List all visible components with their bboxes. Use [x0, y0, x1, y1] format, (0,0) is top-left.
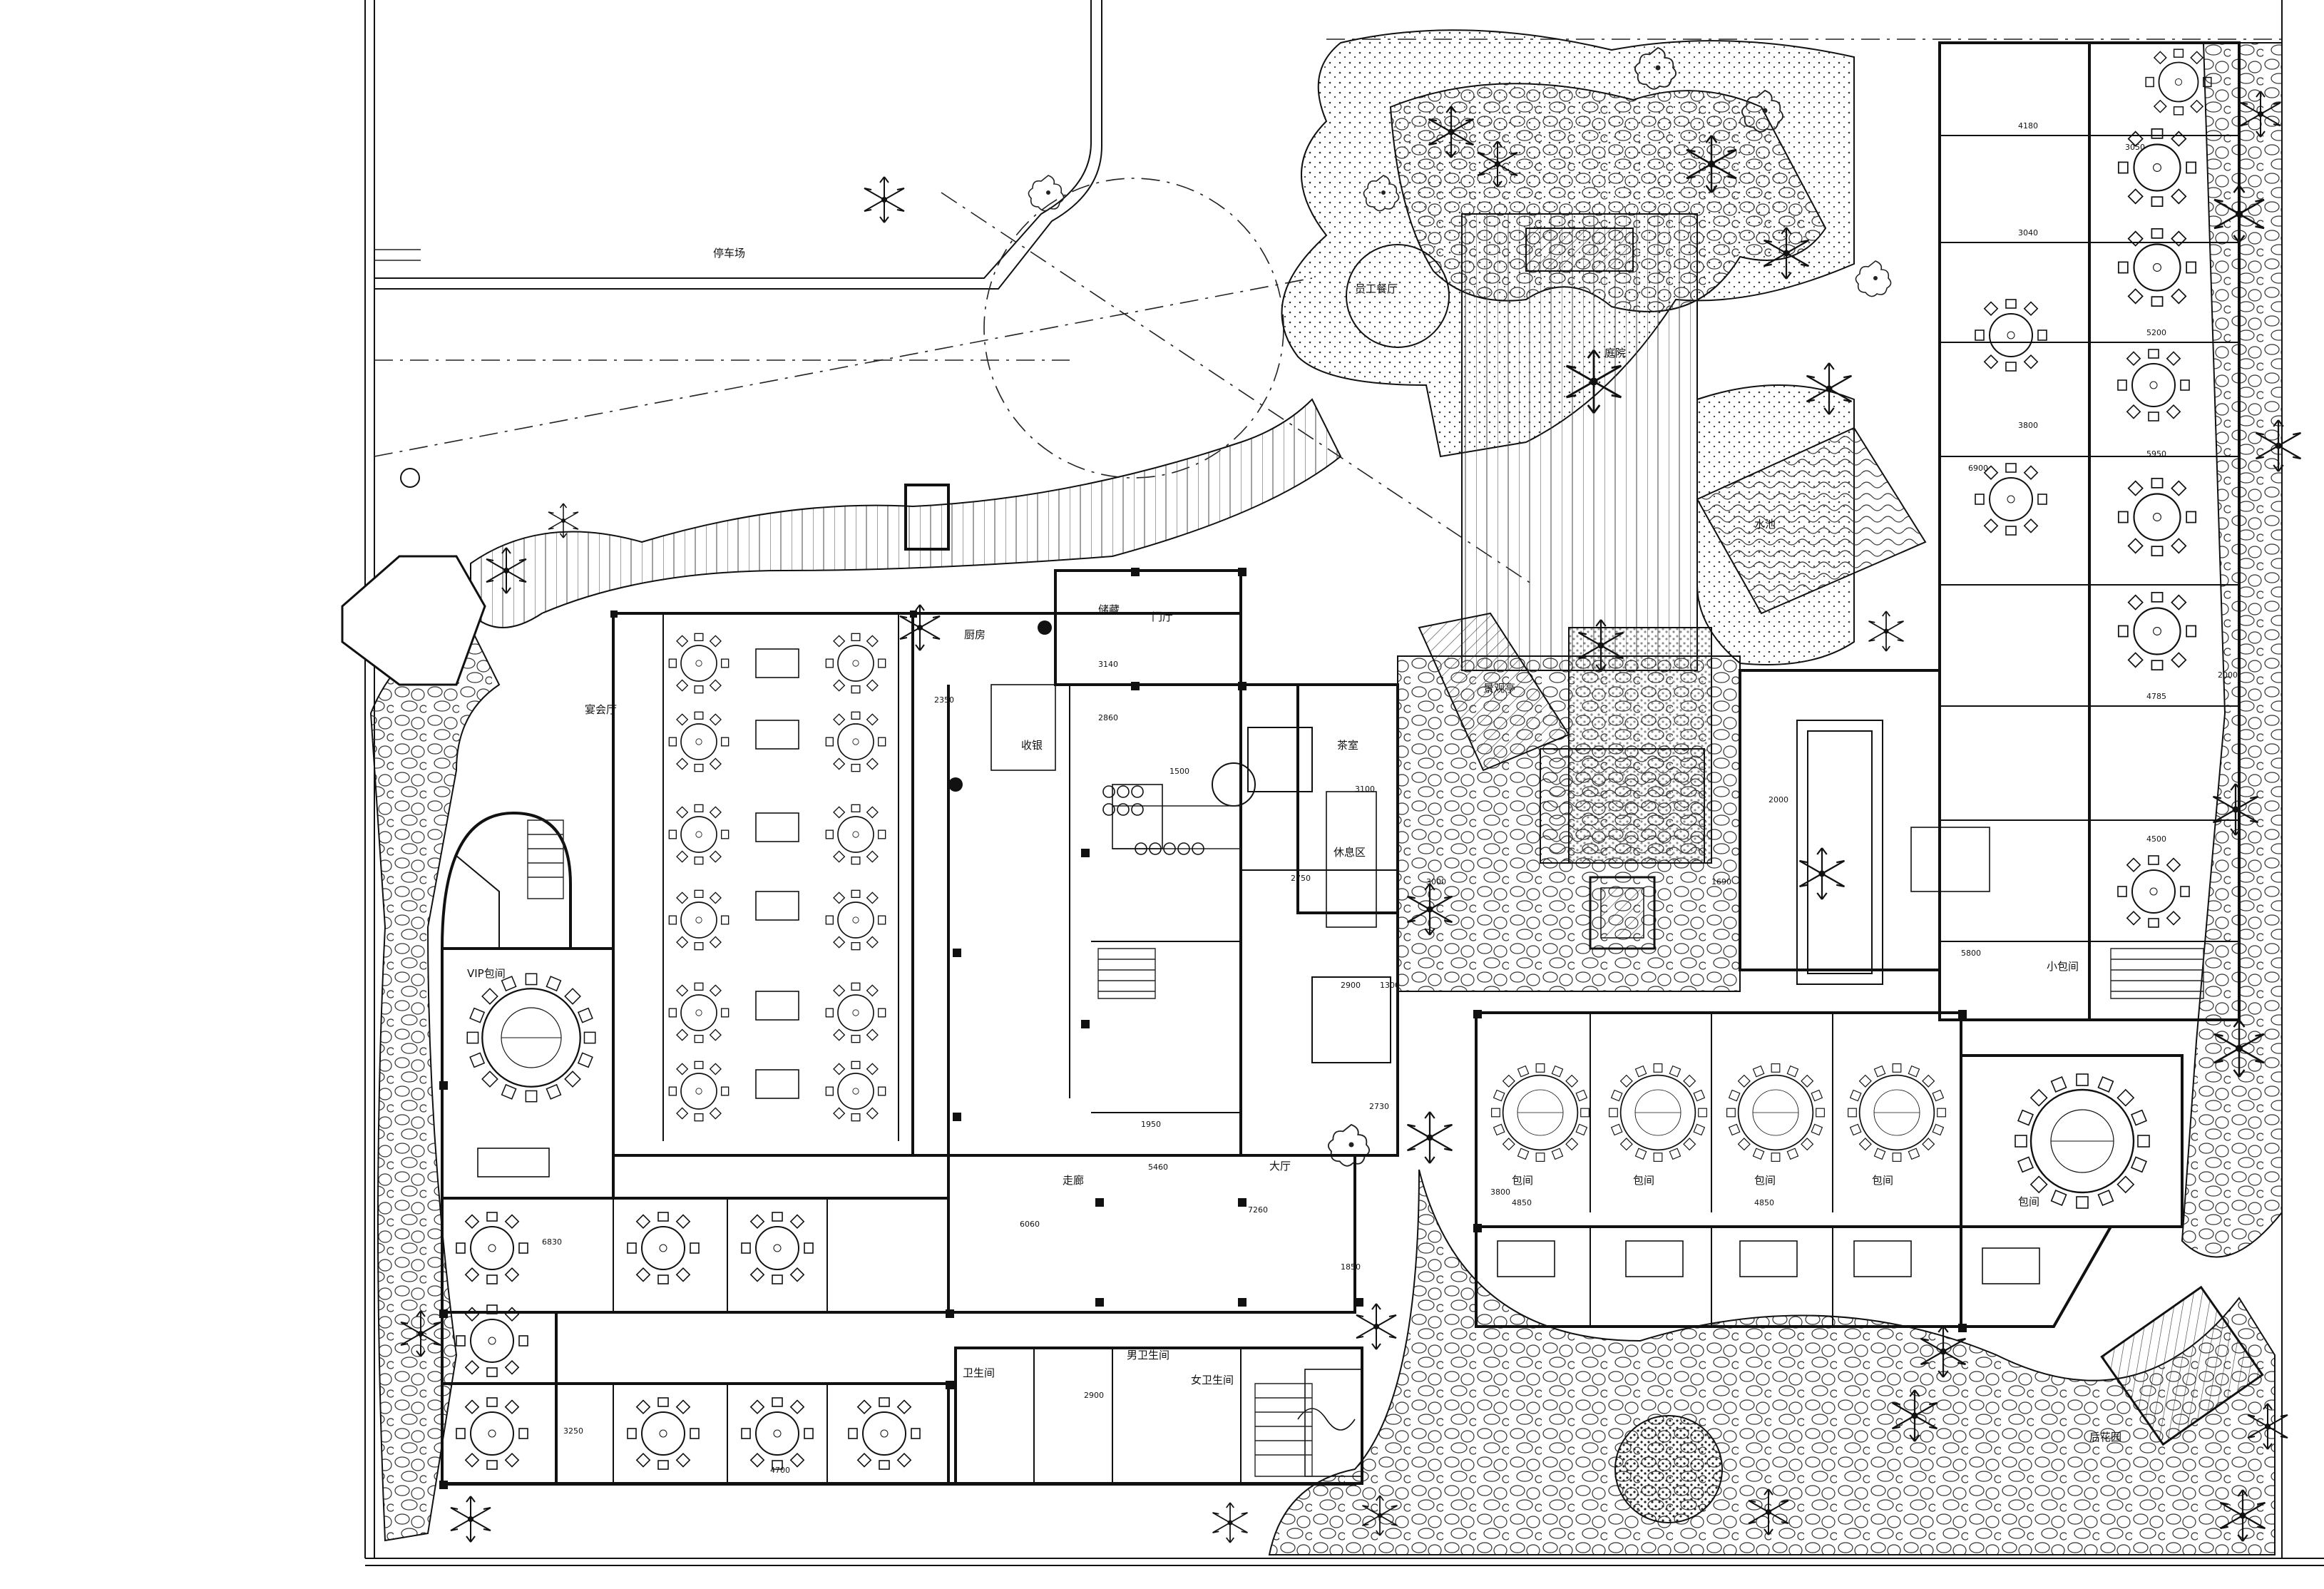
label-back-garden: 后花园	[2089, 1431, 2121, 1444]
svg-text:4785: 4785	[2146, 692, 2166, 701]
svg-text:2860: 2860	[1098, 713, 1118, 722]
label-room-2: 包间	[1633, 1174, 1654, 1187]
svg-text:4500: 4500	[2146, 834, 2166, 844]
label-pavilion: 景观亭	[1483, 682, 1515, 695]
svg-text:2730: 2730	[1369, 1102, 1389, 1111]
label-cashier: 收银	[1021, 739, 1043, 752]
label-pond: 水池	[1754, 518, 1776, 531]
svg-text:3250: 3250	[563, 1426, 583, 1436]
svg-text:3050: 3050	[2125, 143, 2145, 152]
svg-text:2350: 2350	[934, 695, 954, 705]
svg-text:6060: 6060	[1020, 1220, 1040, 1229]
room-labels: 员工餐厅 收银 厨房 门厅 包间 包间 包间 包间 包间 小包间 卫生间 男卫生…	[467, 247, 2121, 1444]
svg-text:1690: 1690	[1711, 877, 1731, 887]
svg-text:4180: 4180	[2018, 121, 2038, 131]
svg-text:2000: 2000	[1768, 795, 1788, 804]
svg-text:2750: 2750	[1291, 874, 1311, 883]
label-parking: 停车场	[713, 247, 745, 260]
stairs	[527, 819, 2204, 1477]
svg-text:5800: 5800	[1961, 949, 1981, 958]
label-corridor: 走廊	[1063, 1174, 1084, 1187]
label-lounge: 休息区	[1334, 846, 1366, 859]
svg-text:5460: 5460	[1148, 1163, 1168, 1172]
svg-text:5950: 5950	[2146, 449, 2166, 459]
label-mens-restroom: 男卫生间	[1127, 1349, 1169, 1361]
svg-text:4700: 4700	[770, 1466, 790, 1475]
svg-text:3040: 3040	[2018, 228, 2038, 237]
label-tea-room: 茶室	[1337, 739, 1358, 752]
label-lobby: 门厅	[1152, 610, 1173, 623]
label-banquet-hall: 宴会厅	[585, 703, 617, 716]
building-walls	[441, 41, 2241, 1486]
label-staff-canteen: 员工餐厅	[1355, 282, 1398, 295]
svg-text:5200: 5200	[2146, 328, 2166, 337]
svg-text:6900: 6900	[1968, 464, 1988, 473]
site-boundary	[364, 0, 2324, 1566]
garden-landscape	[341, 29, 2283, 1555]
svg-text:3800: 3800	[1490, 1187, 1510, 1197]
svg-text:1950: 1950	[1141, 1120, 1161, 1129]
label-small-room: 小包间	[2047, 960, 2079, 973]
column-posts	[439, 568, 1967, 1489]
dimension-labels: 4180 3050 3040 3800 6900 5200 4500 4785 …	[542, 121, 2238, 1475]
label-courtyard: 庭院	[1604, 347, 1626, 359]
svg-text:1850: 1850	[1341, 1262, 1361, 1272]
svg-text:3140: 3140	[1098, 660, 1118, 669]
label-main-hall: 大厅	[1269, 1160, 1291, 1172]
svg-text:1500: 1500	[1169, 767, 1189, 776]
label-vip-room: VIP包间	[467, 967, 506, 980]
svg-text:3000: 3000	[1426, 877, 1446, 887]
svg-text:7260: 7260	[1248, 1205, 1268, 1215]
lounge-furniture	[477, 684, 2040, 1477]
label-room-3: 包间	[1754, 1174, 1776, 1187]
svg-text:3100: 3100	[1355, 785, 1375, 794]
svg-text:4850: 4850	[1512, 1198, 1532, 1207]
svg-text:2000: 2000	[2218, 670, 2238, 680]
svg-text:4850: 4850	[1754, 1198, 1774, 1207]
svg-text:6830: 6830	[542, 1237, 562, 1247]
svg-text:3800: 3800	[2018, 421, 2038, 430]
banquet-hall-tables	[668, 633, 886, 1122]
label-room-5: 包间	[2018, 1195, 2039, 1208]
partitions	[613, 135, 2239, 1483]
svg-text:1300: 1300	[1380, 981, 1400, 990]
label-room-1: 包间	[1512, 1174, 1533, 1187]
label-restroom: 卫生间	[963, 1366, 995, 1379]
svg-text:2900: 2900	[1341, 981, 1361, 990]
label-storage: 储藏	[1098, 603, 1120, 616]
label-room-4: 包间	[1872, 1174, 1893, 1187]
svg-text:2900: 2900	[1084, 1391, 1104, 1400]
label-womens-restroom: 女卫生间	[1191, 1374, 1234, 1386]
label-kitchen: 厨房	[964, 628, 986, 641]
